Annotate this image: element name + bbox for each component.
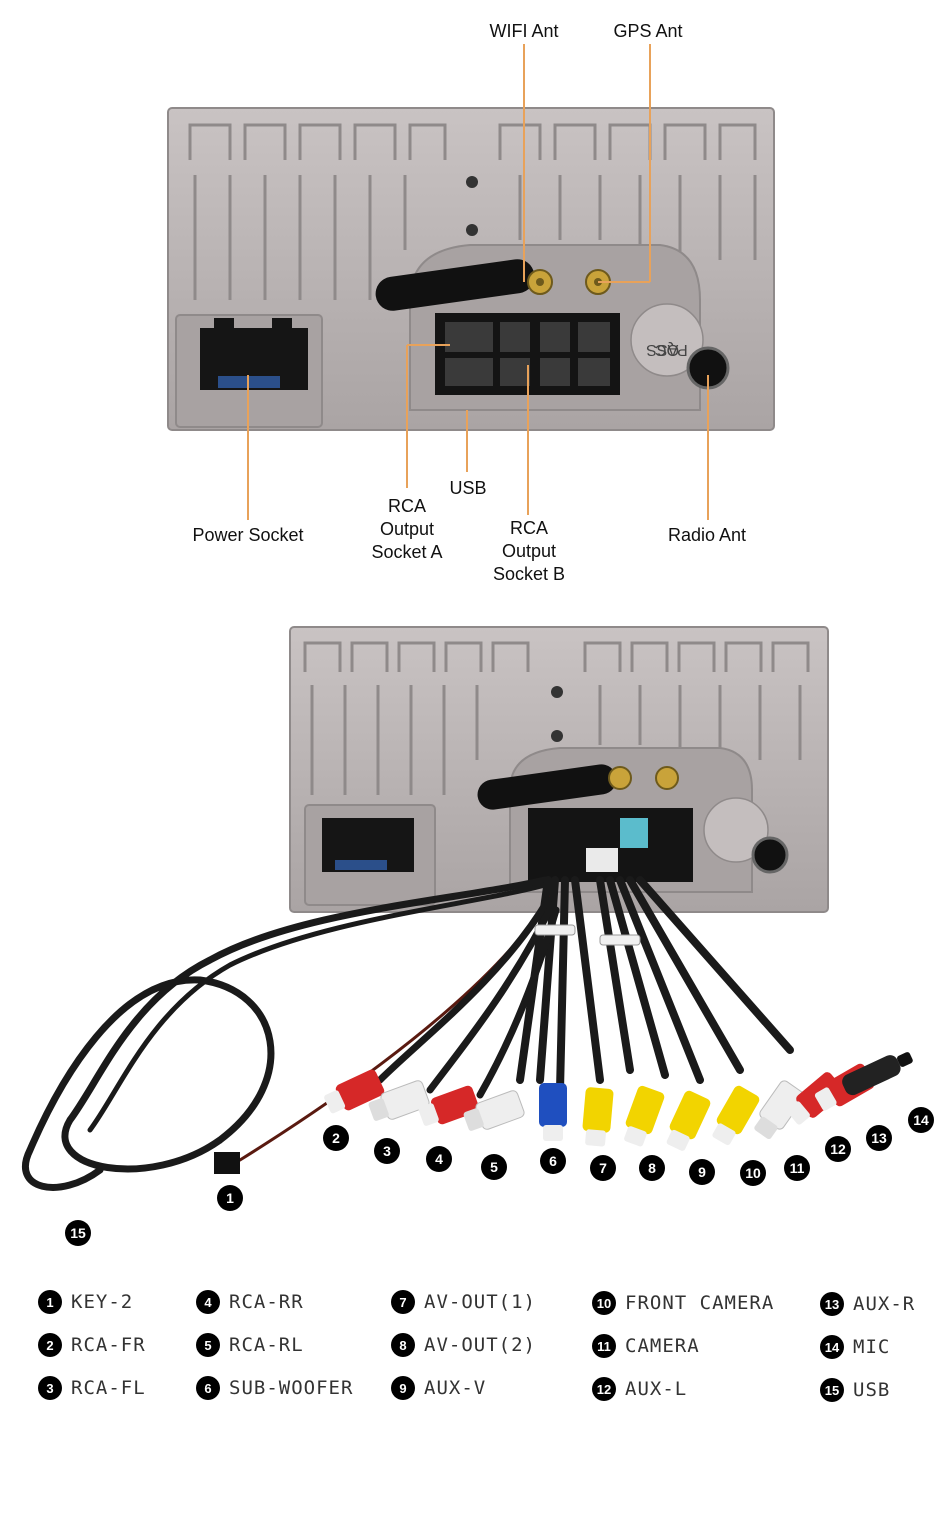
cable-badge-10: 10	[740, 1160, 766, 1186]
legend-label: MIC	[853, 1336, 891, 1358]
legend-item-5: 5 RCA-RL	[196, 1333, 304, 1357]
legend-item-6: 6 SUB-WOOFER	[196, 1376, 353, 1400]
cable-badge-1: 1	[217, 1185, 243, 1211]
legend-label: RCA-RR	[229, 1291, 304, 1313]
legend-number: 6	[196, 1376, 220, 1400]
usb-label: USB	[449, 478, 487, 498]
cable-badge-12: 12	[825, 1136, 851, 1162]
cable-badge-13: 13	[866, 1125, 892, 1151]
cable-badge-3: 3	[374, 1138, 400, 1164]
legend-label: AUX-L	[625, 1378, 688, 1400]
cable-badge-15: 15	[65, 1220, 91, 1246]
legend-number: 11	[592, 1334, 616, 1358]
rca-output-socket-a-label: RCA Output Socket A	[371, 496, 443, 562]
legend-label: RCA-FR	[71, 1334, 146, 1356]
power-socket-label: Power Socket	[192, 525, 304, 545]
cable-badge-11: 11	[784, 1155, 810, 1181]
legend-item-7: 7 AV-OUT(1)	[391, 1290, 536, 1314]
cable-badge-9: 9	[689, 1159, 715, 1185]
cable-badge-2: 2	[323, 1125, 349, 1151]
legend-item-10: 10 FRONT CAMERA	[592, 1291, 774, 1315]
cable-badge-4: 4	[426, 1146, 452, 1172]
legend-label: SUB-WOOFER	[229, 1377, 354, 1399]
head-unit-back-top: PASS QC	[167, 107, 775, 431]
legend-number: 15	[820, 1378, 844, 1402]
head-unit-back-bottom	[289, 626, 829, 913]
rca-output-socket-b-label: RCA Output Socket B	[492, 518, 566, 584]
legend-number: 5	[196, 1333, 220, 1357]
legend-number: 8	[391, 1333, 415, 1357]
cable-badge-8: 8	[639, 1155, 665, 1181]
legend-item-1: 1 KEY-2	[38, 1290, 133, 1314]
rca-plugs	[214, 1052, 913, 1174]
legend-label: RCA-FL	[71, 1377, 146, 1399]
legend-number: 1	[38, 1290, 62, 1314]
legend-label: AV-OUT(2)	[424, 1334, 536, 1356]
legend-item-9: 9 AUX-V	[391, 1376, 486, 1400]
legend-label: KEY-2	[71, 1291, 134, 1313]
legend-number: 14	[820, 1335, 844, 1359]
legend-item-2: 2 RCA-FR	[38, 1333, 146, 1357]
cable-badge-14: 14	[908, 1107, 934, 1133]
legend-label: FRONT CAMERA	[625, 1292, 775, 1314]
legend-number: 2	[38, 1333, 62, 1357]
legend-label: AUX-V	[424, 1377, 487, 1399]
legend-label: AUX-R	[853, 1293, 916, 1315]
legend-item-15: 15 USB	[820, 1378, 890, 1402]
legend-number: 3	[38, 1376, 62, 1400]
legend-label: RCA-RL	[229, 1334, 304, 1356]
legend-item-12: 12 AUX-L	[592, 1377, 687, 1401]
legend-number: 4	[196, 1290, 220, 1314]
legend-label: AV-OUT(1)	[424, 1291, 536, 1313]
qc-pass-line1: QC	[655, 341, 679, 358]
legend-item-11: 11 CAMERA	[592, 1334, 700, 1358]
legend-label: CAMERA	[625, 1335, 700, 1357]
legend-number: 13	[820, 1292, 844, 1316]
legend-number: 7	[391, 1290, 415, 1314]
legend-item-8: 8 AV-OUT(2)	[391, 1333, 536, 1357]
legend-item-14: 14 MIC	[820, 1335, 890, 1359]
cable-badge-5: 5	[481, 1154, 507, 1180]
cable-badge-7: 7	[590, 1155, 616, 1181]
legend-number: 12	[592, 1377, 616, 1401]
legend-label: USB	[853, 1379, 891, 1401]
legend-item-3: 3 RCA-FL	[38, 1376, 146, 1400]
legend-item-13: 13 AUX-R	[820, 1292, 915, 1316]
legend-number: 10	[592, 1291, 616, 1315]
harness-cables	[21, 876, 794, 1191]
radio-ant-label: Radio Ant	[667, 525, 747, 545]
gps-ant-label: GPS Ant	[613, 21, 683, 41]
cable-badge-6: 6	[540, 1148, 566, 1174]
legend-item-4: 4 RCA-RR	[196, 1290, 304, 1314]
qc-pass-line2: PASS	[646, 341, 688, 358]
leader-lines	[247, 44, 709, 520]
wifi-ant-label: WIFI Ant	[489, 21, 559, 41]
legend-number: 9	[391, 1376, 415, 1400]
